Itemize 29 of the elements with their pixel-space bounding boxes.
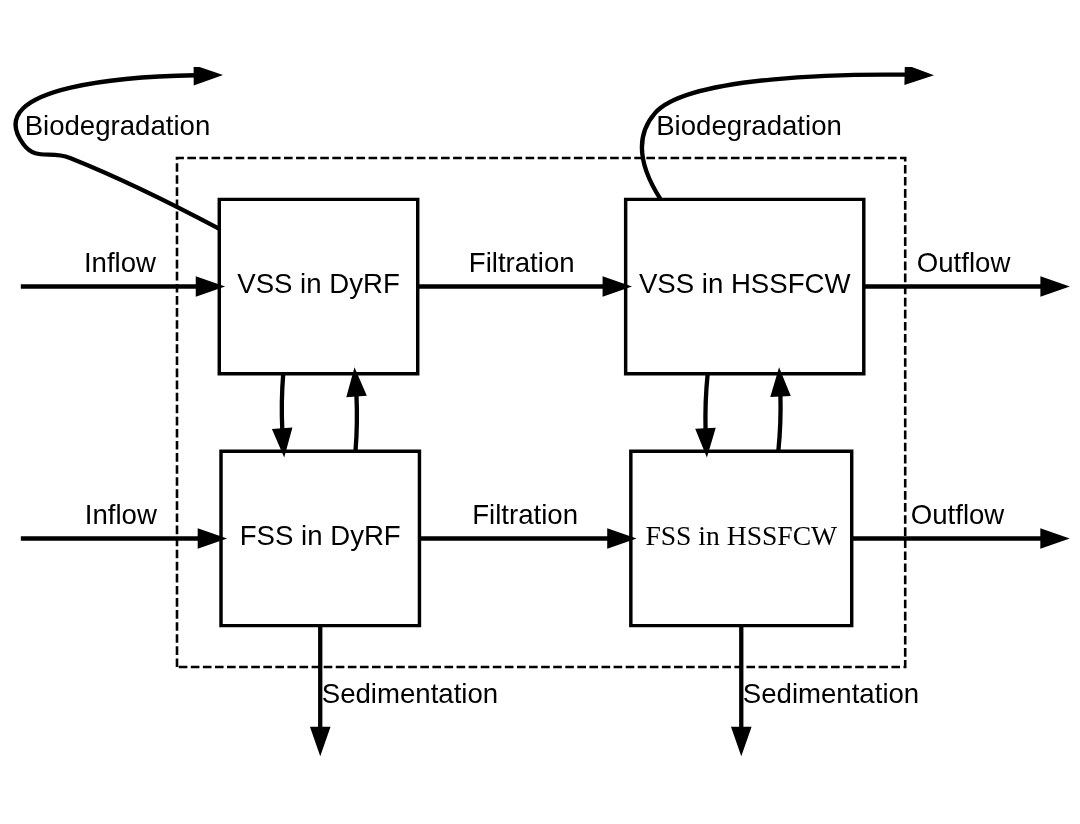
arrow <box>346 366 367 451</box>
arrow <box>639 66 934 200</box>
arrow <box>419 527 637 549</box>
arrow <box>14 66 223 231</box>
edge-label: Biodegradation <box>656 109 842 141</box>
arrow <box>851 527 1070 549</box>
arrow <box>731 625 752 756</box>
arrow <box>271 373 293 458</box>
arrow <box>695 373 716 458</box>
arrow <box>770 366 791 451</box>
edge-label: Outflow <box>910 498 1005 530</box>
edge-label: Biodegradation <box>24 109 211 141</box>
node-box: FSS in DyRF <box>219 449 422 627</box>
edge-label: Filtration <box>468 246 575 278</box>
arrow <box>417 275 632 297</box>
arrow <box>864 275 1070 297</box>
arrow <box>20 527 228 549</box>
cluster <box>175 156 907 668</box>
arrow <box>20 275 226 297</box>
node-box: VSS in HSSFCW <box>623 197 866 375</box>
edge-label: Sedimentation <box>742 677 920 709</box>
edge-label: Sedimentation <box>321 677 499 709</box>
arrow <box>309 625 331 756</box>
node-box: VSS in DyRF <box>217 197 420 375</box>
edge-label: Inflow <box>84 498 157 530</box>
edge-label: Inflow <box>83 246 156 278</box>
edge-label: Filtration <box>472 498 579 530</box>
node-box: FSS in HSSFCW <box>629 449 854 627</box>
edge-label: Outflow <box>916 246 1011 278</box>
